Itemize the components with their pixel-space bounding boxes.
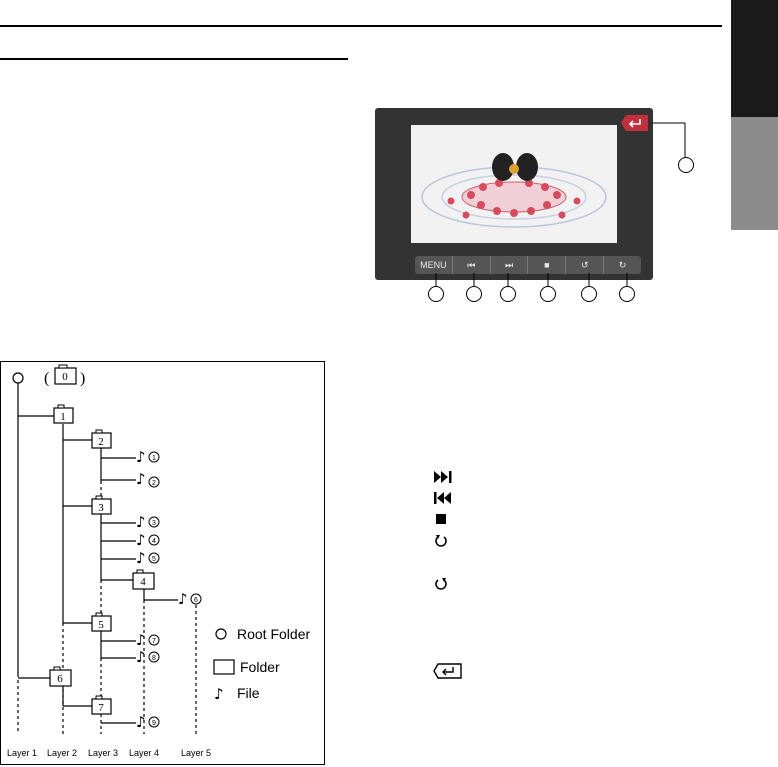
- folder-label: 1: [60, 411, 66, 423]
- repeat-button[interactable]: ↺: [566, 256, 605, 274]
- prev-button[interactable]: ⏮: [453, 256, 491, 274]
- file-number: 2: [152, 480, 156, 487]
- repeat-icon: [435, 535, 447, 547]
- svg-text:♪: ♪: [178, 590, 188, 608]
- root-folder-legend-icon: [215, 628, 227, 640]
- file-number: 5: [152, 556, 156, 563]
- prev-track-icon: [434, 492, 451, 504]
- top-rule: [0, 25, 722, 27]
- svg-text:♪: ♪: [136, 549, 146, 567]
- language-tab-grey: [731, 117, 778, 230]
- section-rule: [0, 58, 348, 60]
- file-number: 4: [152, 538, 156, 545]
- legend-folder: Folder: [240, 659, 280, 675]
- folder-label: 3: [98, 502, 104, 514]
- layer-label: Layer 3: [88, 748, 118, 758]
- svg-text:♪: ♪: [136, 513, 146, 531]
- language-tab-dark: [731, 0, 778, 117]
- file-number: 6: [194, 597, 198, 604]
- next-button[interactable]: ⏭: [491, 256, 529, 274]
- callout-circle: [500, 286, 516, 302]
- random-button[interactable]: ↻: [618, 259, 627, 270]
- root-folder-label: 0: [62, 371, 68, 383]
- svg-text:♪: ♪: [136, 648, 146, 666]
- return-icon: [433, 663, 462, 679]
- folder-legend-icon: [213, 659, 235, 675]
- folder-label: 5: [98, 619, 104, 631]
- callout-circle: [466, 286, 482, 302]
- svg-text:♪: ♪: [136, 531, 146, 549]
- callout-lines: [435, 122, 686, 286]
- file-number: 7: [152, 638, 156, 645]
- svg-text:♪: ♪: [136, 470, 146, 488]
- callout-circle: [540, 286, 556, 302]
- file-legend-icon: ♪: [214, 685, 224, 703]
- return-icon[interactable]: [620, 114, 650, 132]
- svg-text:♪: ♪: [136, 713, 146, 731]
- callout-circle: [619, 286, 635, 302]
- folder-label: 7: [98, 702, 104, 714]
- layer-label: Layer 1: [7, 748, 37, 758]
- stop-icon: [436, 514, 446, 524]
- folder-label: 2: [98, 436, 104, 448]
- folder-label: 6: [57, 673, 63, 685]
- file-number: 8: [152, 655, 156, 662]
- svg-text:♪: ♪: [136, 448, 146, 466]
- file-number: 1: [152, 455, 156, 462]
- layer-label: Layer 2: [47, 748, 77, 758]
- legend-root-folder: Root Folder: [237, 626, 310, 642]
- file-number: 3: [152, 520, 156, 527]
- menu-button[interactable]: MENU: [415, 256, 453, 274]
- file-number: 9: [152, 720, 156, 727]
- callout-circle: [428, 286, 444, 302]
- stop-button[interactable]: ■: [528, 256, 567, 274]
- layer-label: Layer 4: [129, 748, 159, 758]
- random-icon: [435, 578, 447, 590]
- control-bar: MENU ⏮ ⏭ ■ ↺ ↻: [415, 256, 641, 274]
- svg-text:♪: ♪: [136, 631, 146, 649]
- folder-tree-figure: [0, 361, 325, 765]
- screen-artwork: [411, 125, 617, 243]
- callout-circle: [581, 286, 597, 302]
- callout-circle: [678, 157, 694, 173]
- svg-text:(: (: [44, 370, 49, 387]
- folder-label: 4: [140, 576, 146, 588]
- svg-text:): ): [80, 370, 85, 387]
- folder-tree-diagram: 0 1 2 3 4 5 6 7 ( ) ♪♪ ♪♪♪ ♪ ♪♪ ♪ 1 2 3 …: [7, 364, 310, 758]
- layer-label: Layer 5: [181, 748, 211, 758]
- next-track-icon: [434, 471, 452, 483]
- artwork-graphic: [421, 153, 607, 228]
- legend-file: File: [237, 685, 260, 701]
